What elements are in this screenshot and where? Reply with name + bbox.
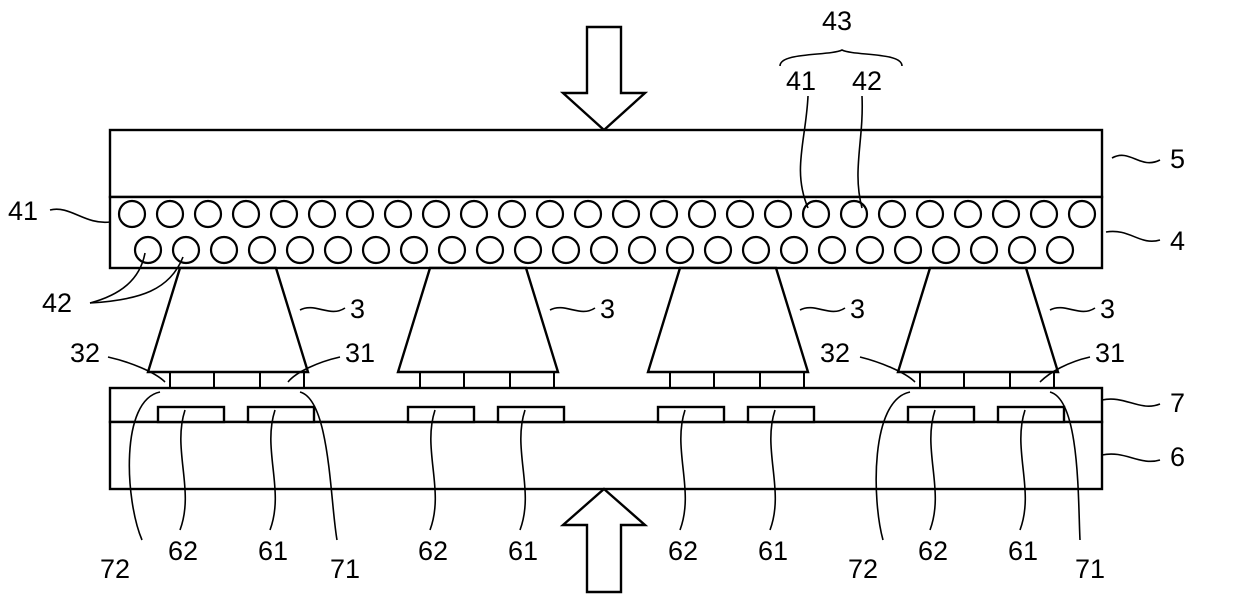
label-7: 7 — [1170, 388, 1185, 418]
particle — [233, 201, 259, 227]
particle — [955, 201, 981, 227]
particle — [515, 237, 541, 263]
particle — [439, 237, 465, 263]
label-41-left: 41 — [8, 196, 38, 226]
particle — [705, 237, 731, 263]
particle — [895, 237, 921, 263]
label-chip-2: 3 — [600, 294, 615, 324]
particle — [309, 201, 335, 227]
label-42-top: 42 — [852, 66, 882, 96]
chip — [898, 268, 1058, 372]
particle — [423, 201, 449, 227]
label-5: 5 — [1170, 144, 1185, 174]
particle — [157, 201, 183, 227]
particle — [727, 201, 753, 227]
particle — [857, 237, 883, 263]
label-chip-4: 3 — [1100, 294, 1115, 324]
electrode — [748, 407, 814, 422]
label-31-right: 31 — [1095, 338, 1125, 368]
particle — [613, 201, 639, 227]
bottom-labels: 72 62 61 71 62 61 62 61 72 62 61 71 — [100, 536, 1105, 584]
bottom-label: 61 — [258, 536, 288, 566]
particle — [1069, 201, 1095, 227]
bottom-label: 61 — [508, 536, 538, 566]
bottom-label: 71 — [330, 554, 360, 584]
particle — [667, 237, 693, 263]
label-6: 6 — [1170, 442, 1185, 472]
particle — [553, 237, 579, 263]
wiring-substrate — [110, 422, 1102, 489]
electrode — [408, 407, 474, 422]
bottom-label: 62 — [918, 536, 948, 566]
bottom-press-arrow — [563, 489, 645, 592]
chip — [398, 268, 558, 372]
particle — [537, 201, 563, 227]
label-41-top: 41 — [786, 66, 816, 96]
particle — [499, 201, 525, 227]
particle — [173, 237, 199, 263]
particle — [271, 201, 297, 227]
particle — [841, 201, 867, 227]
bottom-label: 62 — [668, 536, 698, 566]
particle — [287, 237, 313, 263]
particle — [993, 201, 1019, 227]
particle — [119, 201, 145, 227]
particle — [1009, 237, 1035, 263]
label-32-left: 32 — [70, 338, 100, 368]
particle — [689, 201, 715, 227]
bottom-label: 62 — [168, 536, 198, 566]
particle — [347, 201, 373, 227]
particle — [211, 237, 237, 263]
label-chip-3: 3 — [850, 294, 865, 324]
electrode — [658, 407, 724, 422]
label-42-left: 42 — [42, 288, 72, 318]
label-4: 4 — [1170, 226, 1185, 256]
particle — [591, 237, 617, 263]
particle — [879, 201, 905, 227]
label-chip-1: 3 — [350, 294, 365, 324]
bottom-label: 72 — [848, 554, 878, 584]
particle — [461, 201, 487, 227]
electrode — [158, 407, 224, 422]
label-43: 43 — [822, 6, 852, 36]
particle — [971, 237, 997, 263]
particle — [765, 201, 791, 227]
particle — [401, 237, 427, 263]
label-31-left: 31 — [345, 338, 375, 368]
particle — [575, 201, 601, 227]
electrode — [498, 407, 564, 422]
particle — [651, 201, 677, 227]
chip — [648, 268, 808, 372]
bottom-label: 72 — [100, 554, 130, 584]
particle — [363, 237, 389, 263]
bottom-label: 61 — [758, 536, 788, 566]
particle — [249, 237, 275, 263]
particle — [477, 237, 503, 263]
label-32-right: 32 — [820, 338, 850, 368]
particle — [629, 237, 655, 263]
particle — [819, 237, 845, 263]
top-substrate — [110, 130, 1102, 197]
electrode — [248, 407, 314, 422]
particle — [195, 201, 221, 227]
electrode — [908, 407, 974, 422]
particle — [1031, 201, 1057, 227]
bottom-label: 62 — [418, 536, 448, 566]
particle — [135, 237, 161, 263]
particle — [325, 237, 351, 263]
particle — [781, 237, 807, 263]
particle — [743, 237, 769, 263]
particle — [385, 201, 411, 227]
bottom-label: 61 — [1008, 536, 1038, 566]
particle — [1047, 237, 1073, 263]
electrode — [998, 407, 1064, 422]
top-press-arrow — [563, 27, 645, 130]
chip — [148, 268, 308, 372]
particle — [933, 237, 959, 263]
particle — [917, 201, 943, 227]
bottom-label: 71 — [1075, 554, 1105, 584]
